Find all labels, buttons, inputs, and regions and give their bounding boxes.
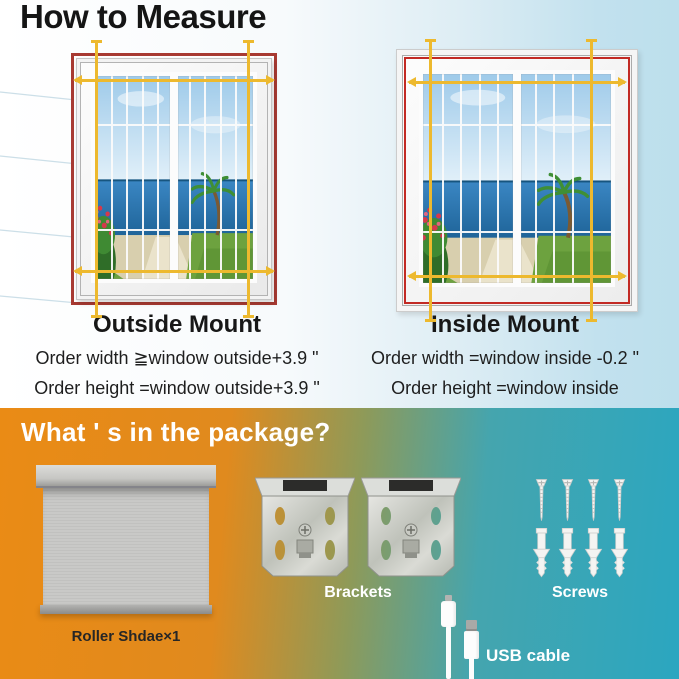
window-frame	[76, 58, 272, 300]
micro-usb-tip-icon	[445, 595, 452, 601]
window-diagram-outside	[71, 40, 277, 318]
usb-cable-wire	[446, 626, 451, 679]
micro-usb-connector-icon	[441, 601, 456, 627]
roller-shade-fabric	[43, 488, 209, 605]
measure-line-horizontal	[73, 265, 275, 276]
outside-mount-instructions: Outside Mount Order width ≧window outsid…	[12, 311, 342, 399]
outside-height-rule: Order height =window outside+3.9 "	[34, 378, 320, 398]
measure-line-vertical	[424, 39, 436, 322]
measure-line-vertical	[243, 40, 255, 318]
window-diagram-inside	[396, 39, 638, 322]
package-section: What ' s in the package? Roller Shdae×1 …	[0, 408, 679, 679]
window-sash-right	[174, 72, 257, 283]
measure-line-vertical	[90, 40, 102, 318]
measure-line-horizontal	[407, 271, 627, 282]
usb-cable-label: USB cable	[486, 646, 571, 665]
screw-icon	[561, 478, 574, 522]
inside-mount-instructions: Inside Mount Order width =window inside …	[340, 311, 670, 399]
usb-a-connector-icon	[464, 631, 479, 659]
wall-anchor-icon	[585, 528, 602, 578]
inside-height-rule: Order height =window inside	[391, 378, 619, 398]
decorative-lines	[0, 91, 79, 304]
usb-cable-wire	[469, 658, 474, 679]
window-sash-left	[91, 72, 174, 283]
wall-anchor-icon	[533, 528, 550, 578]
package-heading: What ' s in the package?	[21, 417, 331, 447]
window-glass	[91, 72, 257, 283]
outside-mount-heading: Outside Mount	[93, 311, 261, 338]
wall-anchor-icon	[611, 528, 628, 578]
screw-icon	[613, 478, 626, 522]
usb-a-tip-icon	[466, 620, 477, 631]
screws-label: Screws	[551, 584, 609, 601]
outside-measure-outline	[71, 53, 277, 305]
window-frame	[396, 49, 638, 312]
inside-width-rule: Order width =window inside -0.2 "	[370, 348, 639, 368]
window-sash-right	[517, 70, 615, 287]
window-glass	[419, 70, 615, 287]
outside-width-rule: Order width ≧window outside+3.9 "	[35, 348, 319, 368]
roller-shade-label: Roller Shdae×1	[71, 628, 181, 645]
bracket-icon	[255, 470, 355, 584]
roller-shade-cassette	[36, 465, 216, 488]
roller-shade-bottom-rail	[40, 605, 212, 614]
page-title: How to Measure	[20, 0, 267, 35]
measure-section: How to Measure	[0, 0, 679, 408]
screw-icon	[587, 478, 600, 522]
screw-icon	[535, 478, 548, 522]
brackets-label: Brackets	[324, 584, 392, 601]
inside-mount-heading: Inside Mount	[431, 311, 579, 338]
measure-line-horizontal	[73, 75, 275, 86]
inside-measure-outline	[404, 57, 630, 304]
wall-anchor-icon	[559, 528, 576, 578]
measure-line-vertical	[585, 39, 597, 322]
measure-line-horizontal	[407, 76, 627, 87]
window-sash-left	[419, 70, 517, 287]
bracket-icon	[361, 470, 461, 584]
